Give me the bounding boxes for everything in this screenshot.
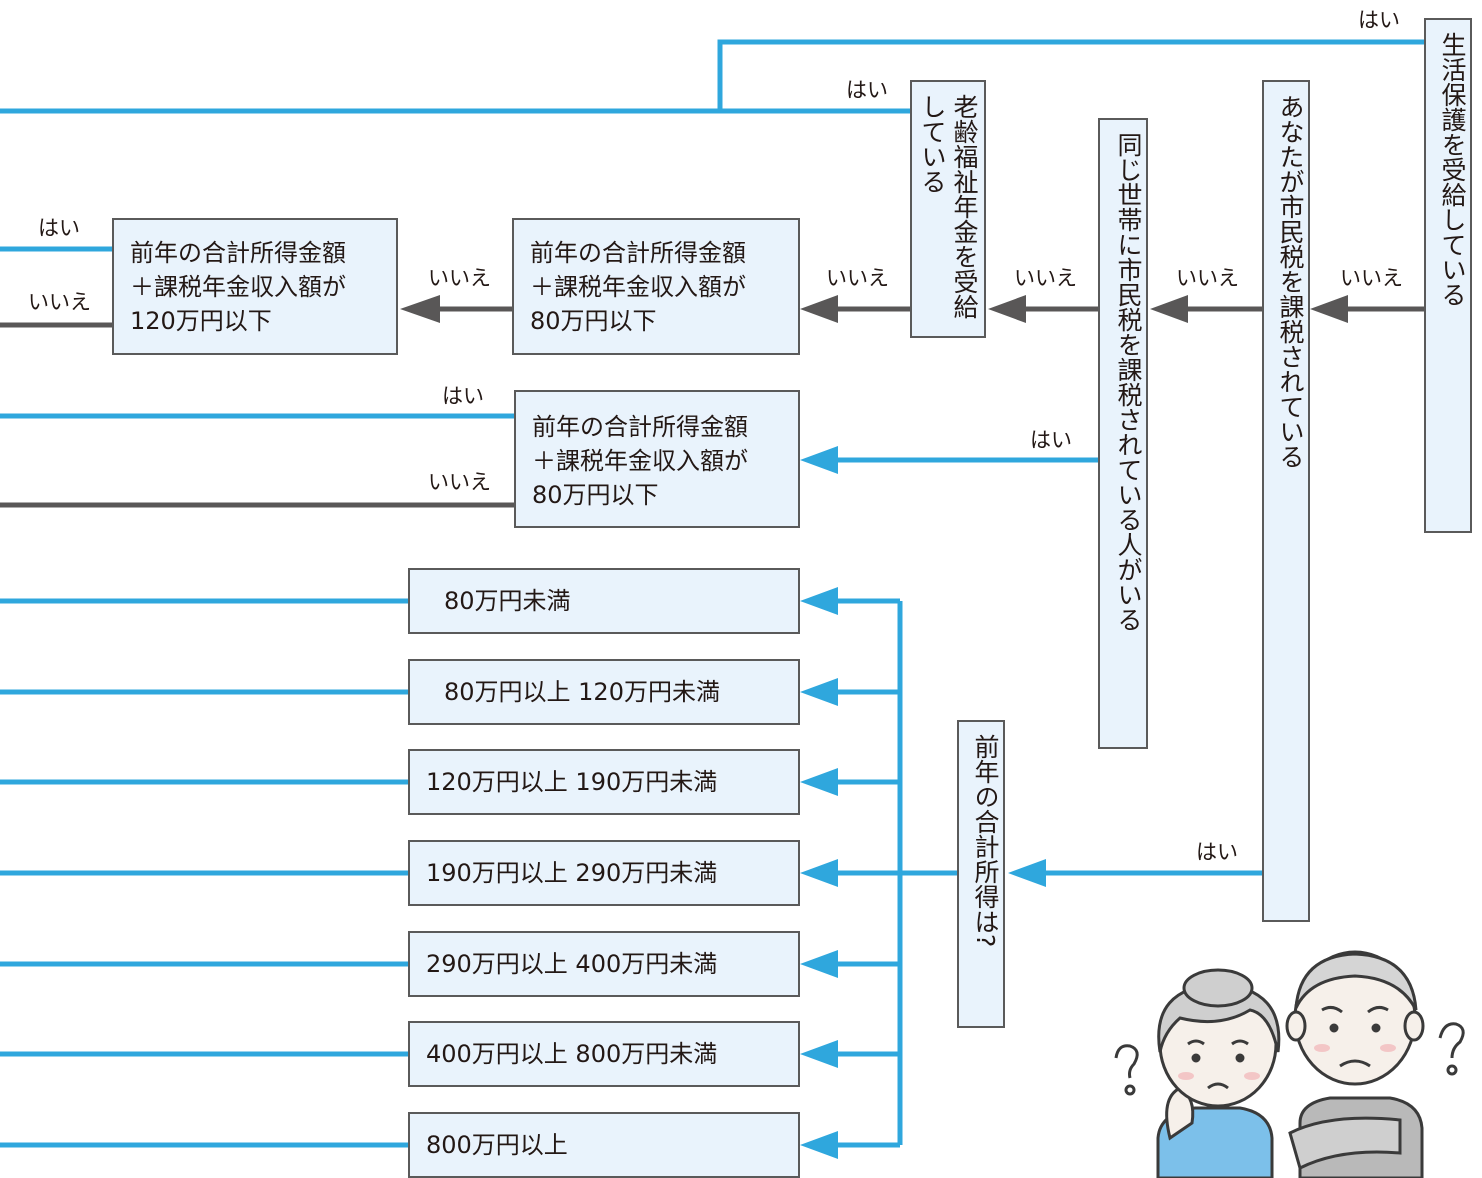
label-yes-taxed: はい (1196, 840, 1238, 864)
box-income-question: 前年の合計所得は? (957, 720, 1005, 1028)
label-no-income80b: いいえ (428, 470, 491, 494)
label-yes-income80b: はい (442, 384, 484, 408)
box-income80-b-text: 前年の合計所得金額 ＋課税年金収入額が 80万円以下 (532, 413, 748, 509)
bracket-box-2: 80万円以上 120万円未満 (408, 659, 800, 725)
bracket-bus (897, 601, 957, 1145)
label-yes-pension: はい (846, 78, 888, 102)
arrow-b6 (800, 1040, 838, 1068)
box-income80-a: 前年の合計所得金額 ＋課税年金収入額が 80万円以下 (512, 218, 800, 355)
bracket-label-3: 120万円以上 190万円未満 (426, 768, 718, 796)
bracket-box-6: 400万円以上 800万円未満 (408, 1021, 800, 1087)
bracket-label-7: 800万円以上 (426, 1131, 568, 1159)
label-no-income80a: いいえ (428, 266, 491, 290)
arrow-b1 (800, 587, 838, 615)
bracket-box-4: 190万円以上 290万円未満 (408, 840, 800, 906)
bracket-box-5: 290万円以上 400万円未満 (408, 931, 800, 997)
arrow-no-2 (1150, 295, 1188, 323)
arrow-no-4 (800, 295, 838, 323)
box-welfare: 生活保護を受給している (1424, 18, 1472, 533)
bracket-label-6: 400万円以上 800万円未満 (426, 1040, 718, 1068)
label-yes-welfare: はい (1358, 8, 1400, 32)
arrow-b2 (800, 678, 838, 706)
box-income80-a-text: 前年の合計所得金額 ＋課税年金収入額が 80万円以下 (530, 239, 746, 335)
label-yes-household: はい (1030, 428, 1072, 452)
confused-elderly-couple-icon (1114, 950, 1465, 1178)
box-household: 同じ世帯に市民税を課税されている人がいる (1098, 118, 1148, 749)
label-no-pension: いいえ (826, 266, 889, 290)
bracket-label-4: 190万円以上 290万円未満 (426, 859, 718, 887)
man-figure (1285, 950, 1465, 1178)
arrow-yes-inc80b (800, 446, 838, 474)
arrow-yes-income (1008, 859, 1046, 887)
box-pension-text: 老齢福祉年金を受給している (918, 94, 979, 319)
woman-figure (1114, 968, 1281, 1178)
arrow-b7 (800, 1131, 838, 1159)
arrow-b4 (800, 859, 838, 887)
bracket-box-3: 120万円以上 190万円未満 (408, 749, 800, 815)
box-income120: 前年の合計所得金額 ＋課税年金収入額が 120万円以下 (112, 218, 398, 355)
arrow-no-1 (1310, 295, 1348, 323)
label-yes-income120: はい (38, 216, 80, 240)
label-no-taxed: いいえ (1176, 266, 1239, 290)
box-income80-b: 前年の合計所得金額 ＋課税年金収入額が 80万円以下 (514, 390, 800, 528)
box-taxed-you: あなたが市民税を課税されている (1262, 80, 1310, 922)
label-no-income120: いいえ (28, 290, 91, 314)
arrow-no-3 (988, 295, 1026, 323)
label-no-household: いいえ (1014, 266, 1077, 290)
bracket-label-1: 80万円未満 (444, 587, 571, 615)
arrow-no-5 (400, 295, 440, 323)
box-pension: 老齢福祉年金を受給している (910, 80, 986, 338)
line-welfare-yes (717, 39, 1424, 111)
arrow-b5 (800, 950, 838, 978)
label-no-welfare: いいえ (1340, 266, 1403, 290)
arrow-b3 (800, 768, 838, 796)
bracket-label-2: 80万円以上 120万円未満 (444, 678, 720, 706)
bracket-label-5: 290万円以上 400万円未満 (426, 950, 718, 978)
bracket-box-7: 800万円以上 (408, 1112, 800, 1178)
bracket-box-1: 80万円未満 (408, 568, 800, 634)
box-income120-text: 前年の合計所得金額 ＋課税年金収入額が 120万円以下 (130, 239, 346, 335)
